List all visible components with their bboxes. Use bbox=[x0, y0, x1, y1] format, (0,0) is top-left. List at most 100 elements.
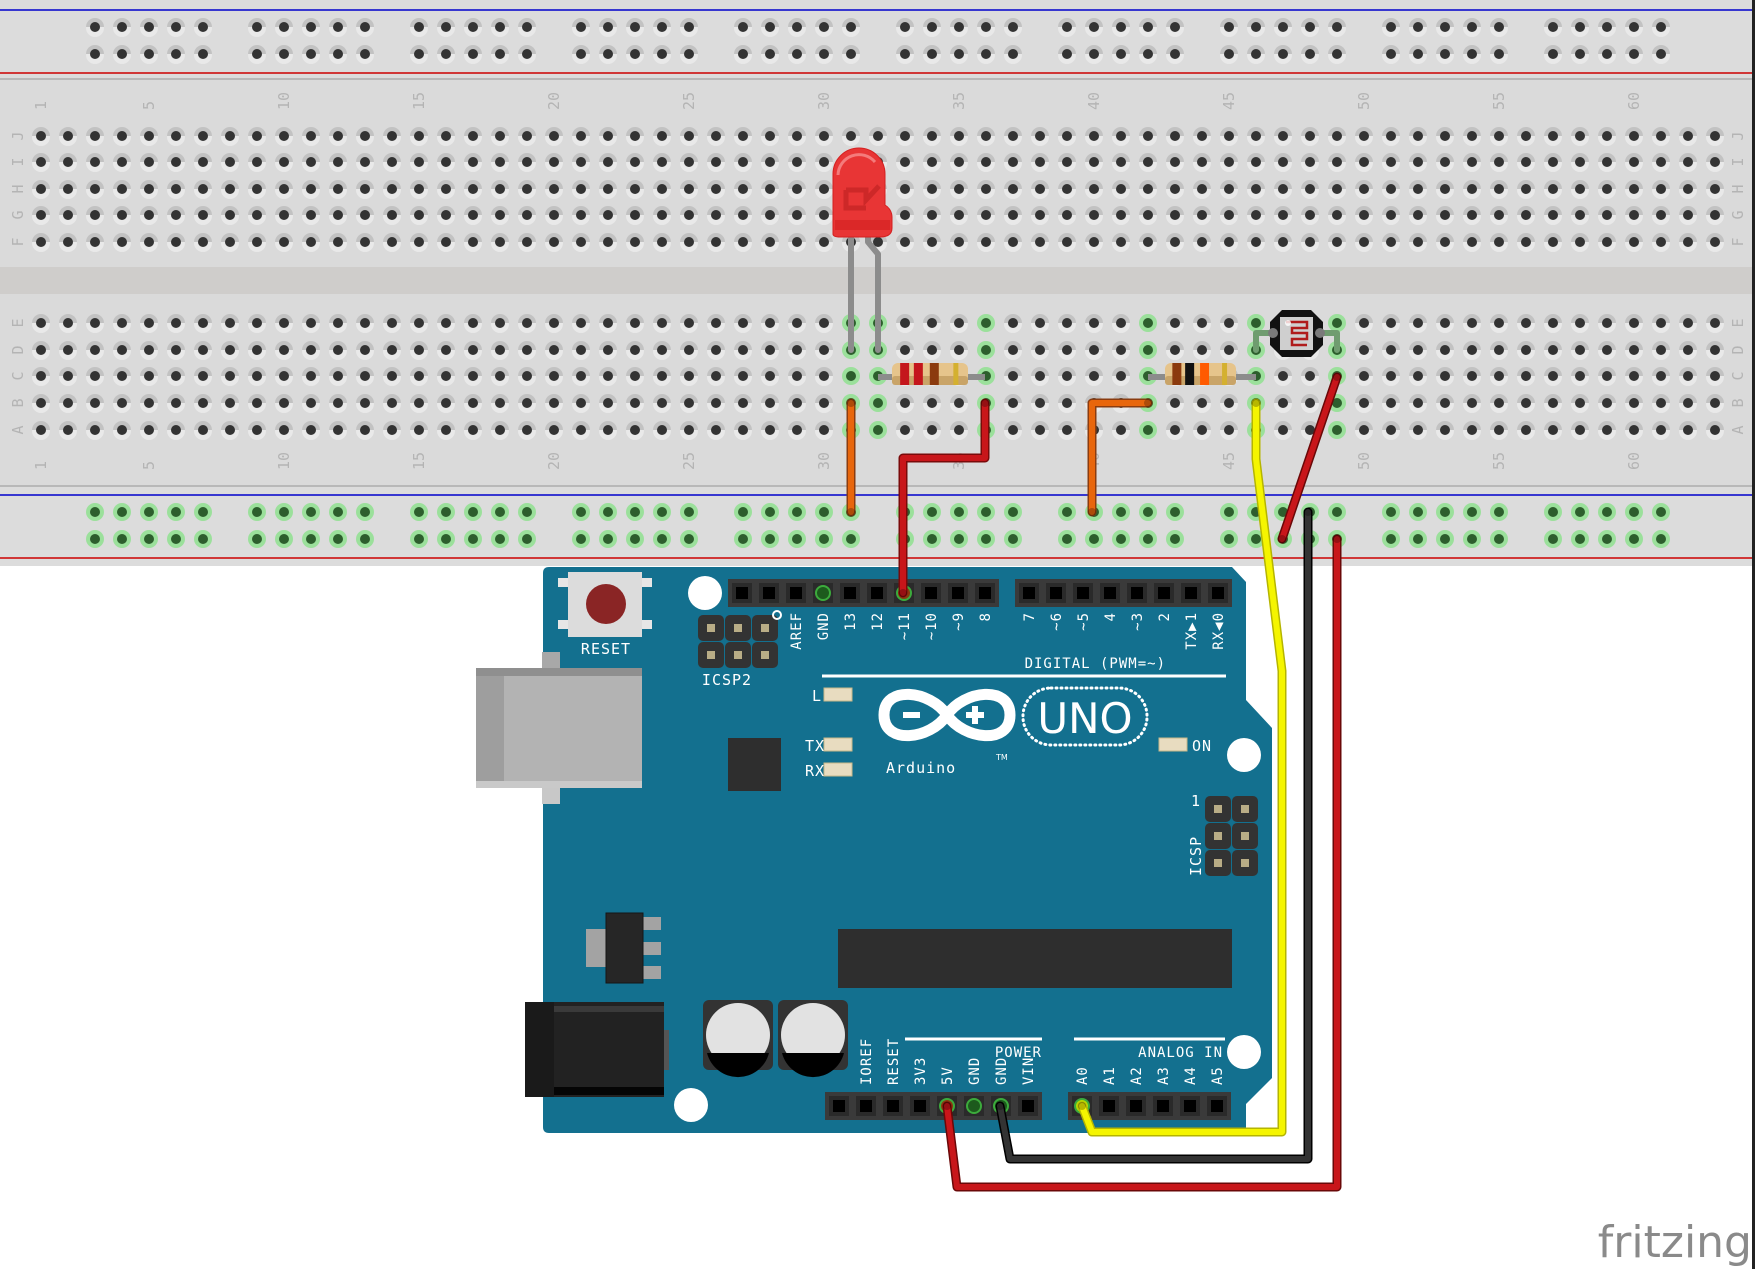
rail-hole[interactable] bbox=[977, 18, 995, 37]
breadboard-hole[interactable] bbox=[734, 341, 752, 360]
breadboard-hole[interactable] bbox=[761, 127, 779, 146]
breadboard-hole[interactable] bbox=[275, 367, 293, 386]
breadboard-hole[interactable] bbox=[464, 341, 482, 360]
rail-hole[interactable] bbox=[653, 18, 671, 37]
rail-hole[interactable] bbox=[1544, 45, 1562, 64]
breadboard-hole[interactable] bbox=[572, 341, 590, 360]
rail-hole[interactable] bbox=[1544, 503, 1562, 521]
breadboard-hole[interactable] bbox=[1463, 367, 1481, 386]
breadboard-hole[interactable] bbox=[1652, 394, 1670, 413]
rail-hole[interactable] bbox=[815, 530, 833, 548]
breadboard-hole[interactable] bbox=[626, 153, 644, 172]
breadboard-hole[interactable] bbox=[815, 421, 833, 440]
rail-hole[interactable] bbox=[1598, 45, 1616, 64]
breadboard-hole[interactable] bbox=[869, 394, 887, 412]
breadboard-hole[interactable] bbox=[491, 394, 509, 413]
rail-hole[interactable] bbox=[572, 45, 590, 64]
breadboard-hole[interactable] bbox=[572, 206, 590, 225]
resistor-220-ohm[interactable] bbox=[892, 363, 968, 385]
breadboard-hole[interactable] bbox=[1436, 233, 1454, 252]
breadboard-hole[interactable] bbox=[1085, 206, 1103, 225]
breadboard-hole[interactable] bbox=[1355, 341, 1373, 360]
rail-hole[interactable] bbox=[167, 530, 185, 548]
rail-hole[interactable] bbox=[1409, 18, 1427, 37]
breadboard-hole[interactable] bbox=[1193, 180, 1211, 199]
rail-hole[interactable] bbox=[1544, 530, 1562, 548]
breadboard-hole[interactable] bbox=[1544, 394, 1562, 413]
breadboard-hole[interactable] bbox=[734, 314, 752, 333]
rail-hole[interactable] bbox=[1220, 45, 1238, 64]
breadboard-hole[interactable] bbox=[491, 367, 509, 386]
rail-hole[interactable] bbox=[167, 503, 185, 521]
breadboard-hole[interactable] bbox=[32, 341, 50, 360]
breadboard-hole[interactable] bbox=[113, 233, 131, 252]
rail-hole[interactable] bbox=[1112, 45, 1130, 64]
breadboard-hole[interactable] bbox=[923, 127, 941, 146]
breadboard-hole[interactable] bbox=[1004, 153, 1022, 172]
breadboard-hole[interactable] bbox=[1301, 206, 1319, 225]
breadboard-hole[interactable] bbox=[626, 206, 644, 225]
rail-hole[interactable] bbox=[113, 503, 131, 521]
breadboard-hole[interactable] bbox=[653, 367, 671, 386]
breadboard-hole[interactable] bbox=[1382, 421, 1400, 440]
breadboard-hole[interactable] bbox=[491, 341, 509, 360]
breadboard-hole[interactable] bbox=[1490, 367, 1508, 386]
breadboard-hole[interactable] bbox=[194, 421, 212, 440]
breadboard-hole[interactable] bbox=[167, 314, 185, 333]
rail-hole[interactable] bbox=[1463, 503, 1481, 521]
breadboard-hole[interactable] bbox=[383, 367, 401, 386]
breadboard-hole[interactable] bbox=[410, 127, 428, 146]
breadboard-hole[interactable] bbox=[248, 314, 266, 333]
rail-hole[interactable] bbox=[626, 18, 644, 37]
rail-hole[interactable] bbox=[1139, 45, 1157, 64]
breadboard-hole[interactable] bbox=[1220, 153, 1238, 172]
rail-hole[interactable] bbox=[302, 18, 320, 37]
breadboard-hole[interactable] bbox=[1409, 314, 1427, 333]
breadboard-hole[interactable] bbox=[1274, 394, 1292, 413]
breadboard-hole[interactable] bbox=[1598, 127, 1616, 146]
rail-hole[interactable] bbox=[518, 45, 536, 64]
breadboard-hole[interactable] bbox=[1166, 233, 1184, 252]
breadboard-hole[interactable] bbox=[761, 233, 779, 252]
breadboard-hole[interactable] bbox=[86, 180, 104, 199]
rail-hole[interactable] bbox=[86, 45, 104, 64]
breadboard-hole[interactable] bbox=[437, 127, 455, 146]
rail-hole[interactable] bbox=[1058, 530, 1076, 548]
wire-endpoint[interactable] bbox=[899, 589, 907, 597]
breadboard-hole[interactable] bbox=[113, 153, 131, 172]
breadboard-hole[interactable] bbox=[1328, 206, 1346, 225]
breadboard-hole[interactable] bbox=[1625, 233, 1643, 252]
rail-hole[interactable] bbox=[491, 18, 509, 37]
rail-hole[interactable] bbox=[653, 45, 671, 64]
rail-hole[interactable] bbox=[680, 503, 698, 521]
rail-hole[interactable] bbox=[491, 503, 509, 521]
breadboard-hole[interactable] bbox=[1085, 341, 1103, 360]
breadboard-hole[interactable] bbox=[491, 206, 509, 225]
rail-hole[interactable] bbox=[626, 503, 644, 521]
breadboard-hole[interactable] bbox=[1166, 180, 1184, 199]
breadboard-hole[interactable] bbox=[167, 394, 185, 413]
breadboard-hole[interactable] bbox=[761, 367, 779, 386]
breadboard-hole[interactable] bbox=[1004, 341, 1022, 360]
breadboard-hole[interactable] bbox=[1139, 127, 1157, 146]
breadboard-hole[interactable] bbox=[518, 233, 536, 252]
breadboard-hole[interactable] bbox=[356, 367, 374, 386]
breadboard-hole[interactable] bbox=[1679, 314, 1697, 333]
rail-hole[interactable] bbox=[1004, 503, 1022, 521]
breadboard-hole[interactable] bbox=[1436, 206, 1454, 225]
breadboard-hole[interactable] bbox=[1544, 314, 1562, 333]
rail-hole[interactable] bbox=[1436, 530, 1454, 548]
breadboard-hole[interactable] bbox=[572, 314, 590, 333]
breadboard-hole[interactable] bbox=[1409, 394, 1427, 413]
breadboard-hole[interactable] bbox=[140, 153, 158, 172]
breadboard-hole[interactable] bbox=[788, 127, 806, 146]
wire-endpoint[interactable] bbox=[1278, 535, 1286, 543]
breadboard-hole[interactable] bbox=[1139, 180, 1157, 199]
breadboard-hole[interactable] bbox=[1463, 233, 1481, 252]
breadboard-hole[interactable] bbox=[1382, 314, 1400, 333]
breadboard-hole[interactable] bbox=[680, 233, 698, 252]
breadboard-hole[interactable] bbox=[383, 233, 401, 252]
rail-hole[interactable] bbox=[329, 503, 347, 521]
breadboard-hole[interactable] bbox=[1571, 394, 1589, 413]
breadboard-hole[interactable] bbox=[356, 153, 374, 172]
